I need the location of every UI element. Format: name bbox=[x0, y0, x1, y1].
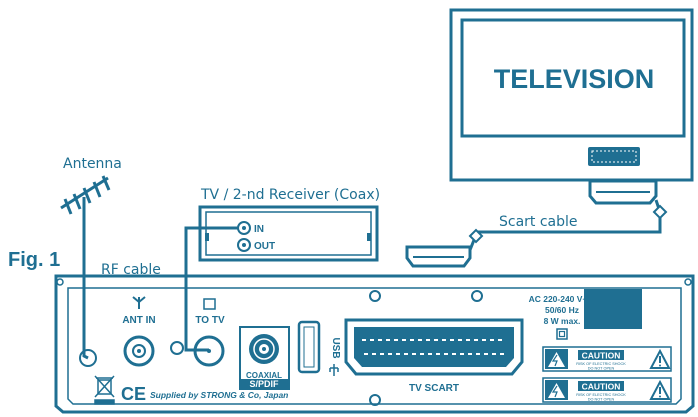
ce-mark: CE bbox=[121, 384, 146, 404]
receiver-corner-screw bbox=[684, 278, 692, 286]
receiver-corner-screw bbox=[56, 278, 64, 286]
power-spec-line2: 50/60 Hz bbox=[545, 305, 579, 315]
caution-title-bottom: CAUTION bbox=[582, 382, 621, 392]
ant-in-socket-inner bbox=[132, 344, 146, 358]
usb-icon bbox=[329, 364, 339, 376]
double-insulation-icon bbox=[556, 328, 568, 340]
television: TELEVISION bbox=[449, 8, 694, 182]
ant-in-socket-pin bbox=[137, 349, 141, 353]
receiver-back-panel: ANT IN TO TV COAXIAL S/PDIF USB bbox=[54, 274, 695, 414]
screw-hole bbox=[170, 341, 184, 355]
coax-cable-wire bbox=[184, 226, 238, 352]
scart-cable-label: Scart cable bbox=[499, 214, 578, 230]
caution-note1-bottom: RISK OF ELECTRIC SHOCK bbox=[576, 393, 626, 397]
second-receiver-out-label: OUT bbox=[254, 241, 275, 252]
caution-label-bottom: CAUTION RISK OF ELECTRIC SHOCK DO NOT OP… bbox=[542, 377, 672, 403]
usb-label: USB bbox=[330, 337, 341, 358]
to-tv-label: TO TV bbox=[195, 315, 225, 326]
caution-note2-bottom: DO NOT OPEN bbox=[588, 398, 615, 402]
shock-warning-icon bbox=[548, 352, 565, 367]
shock-warning-icon bbox=[548, 383, 565, 398]
screw-hole bbox=[369, 290, 381, 302]
scart-cable: Scart cable bbox=[405, 179, 668, 268]
second-receiver-in-jack-pin bbox=[242, 226, 246, 230]
usb-port[interactable] bbox=[297, 320, 321, 374]
tv-scart-socket-body bbox=[354, 327, 514, 367]
scart-plug-receiver bbox=[405, 245, 472, 268]
second-receiver-mount-right bbox=[367, 233, 371, 241]
television-outer-frame bbox=[449, 8, 694, 182]
weee-bin-icon bbox=[94, 375, 115, 405]
rf-cable-label: RF cable bbox=[101, 262, 161, 278]
receiver-outer-frame bbox=[54, 274, 695, 414]
supplied-by-text: Supplied by STRONG & Co, Japan bbox=[150, 390, 288, 400]
to-tv-socket-pin bbox=[207, 349, 211, 353]
receiver-inner-frame bbox=[67, 287, 682, 405]
second-receiver-out-jack-pin bbox=[242, 243, 246, 247]
antenna-icon bbox=[60, 175, 111, 215]
tv-scart-label: TV SCART bbox=[409, 383, 459, 394]
power-spec-line1: AC 220-240 V~ bbox=[529, 294, 588, 304]
second-receiver-out-jack bbox=[237, 238, 251, 252]
television-scart-socket bbox=[588, 147, 640, 166]
scart-cable-knot-tv bbox=[652, 204, 668, 220]
usb-port-inner bbox=[303, 326, 315, 368]
coaxial-socket-pin bbox=[262, 347, 266, 351]
television-label: TELEVISION bbox=[494, 64, 655, 94]
scart-cable-wire bbox=[476, 199, 662, 234]
coaxial-label: COAXIAL bbox=[246, 371, 282, 380]
tv-scart-pins bbox=[362, 339, 506, 355]
antenna-label: Antenna bbox=[63, 156, 122, 172]
second-receiver-panel bbox=[205, 211, 372, 256]
rf-cable-wire bbox=[82, 197, 89, 360]
caution-note2-top: DO NOT OPEN bbox=[588, 367, 615, 371]
second-receiver-mount-left bbox=[205, 233, 209, 241]
to-tv-socket[interactable] bbox=[193, 335, 225, 367]
caution-note1-top: RISK OF ELECTRIC SHOCK bbox=[576, 362, 626, 366]
ant-in-socket[interactable] bbox=[123, 335, 155, 367]
antenna-small-icon bbox=[132, 296, 146, 309]
power-cord-socket[interactable] bbox=[584, 289, 642, 329]
screw-hole bbox=[79, 349, 97, 367]
second-receiver-in-label: IN bbox=[254, 224, 264, 235]
second-receiver-label: TV / 2-nd Receiver (Coax) bbox=[200, 187, 380, 203]
ant-in-label: ANT IN bbox=[122, 315, 155, 326]
second-receiver: TV / 2-nd Receiver (Coax) IN OUT bbox=[184, 187, 380, 352]
tv-small-icon bbox=[203, 298, 216, 310]
exclamation-warning-icon bbox=[649, 348, 671, 369]
caution-title-top: CAUTION bbox=[582, 351, 621, 361]
power-spec-line3: 8 W max. bbox=[544, 316, 581, 326]
tv-scart-socket[interactable] bbox=[344, 318, 524, 376]
television-scart-pins bbox=[591, 150, 637, 163]
screw-hole bbox=[369, 394, 381, 406]
screw-hole bbox=[471, 290, 483, 302]
spdif-label-bg bbox=[241, 379, 288, 389]
caution-label-top: CAUTION RISK OF ELECTRIC SHOCK DO NOT OP… bbox=[542, 346, 672, 372]
antenna: Antenna RF cable bbox=[60, 156, 161, 360]
exclamation-warning-icon bbox=[649, 379, 671, 400]
double-insulation-icon-inner bbox=[558, 330, 566, 338]
coaxial-socket-ring bbox=[253, 338, 275, 360]
second-receiver-box bbox=[198, 205, 379, 262]
spdif-label: S/PDIF bbox=[249, 379, 279, 389]
figure-label: Fig. 1 bbox=[8, 249, 60, 271]
television-screen bbox=[460, 18, 686, 138]
scart-plug-tv bbox=[588, 179, 658, 205]
